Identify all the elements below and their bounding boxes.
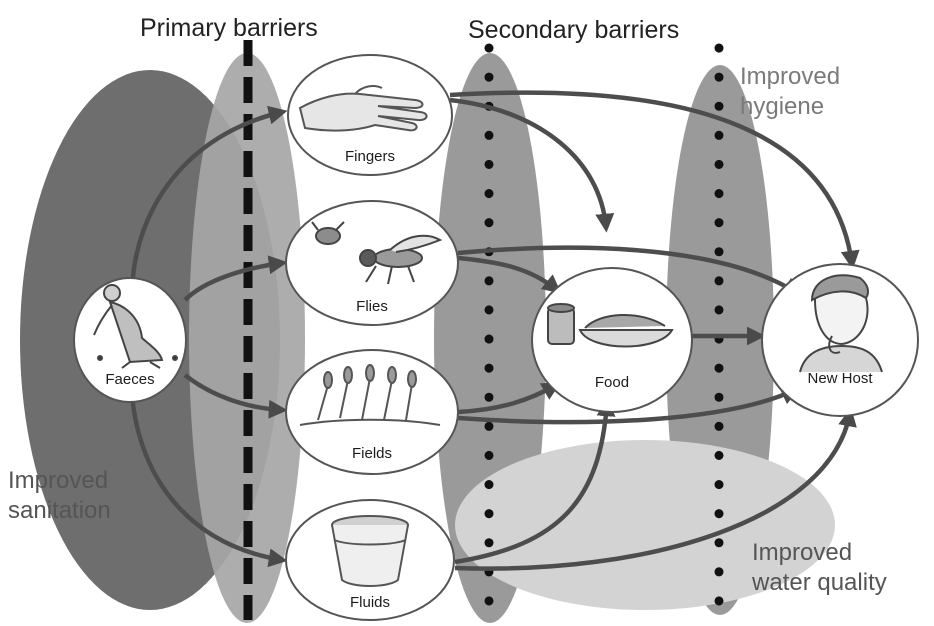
arrow-fingers-host [449,90,860,270]
node-fluids [285,499,455,621]
improved-hygiene-line-2: hygiene [740,93,825,120]
fluids-label: Fluids [349,594,390,611]
arrow-faeces-fields [183,373,288,419]
food-label: Food [594,374,630,391]
squatting-person-icon [93,284,178,369]
primary-barriers-heading: Primary barriers [140,14,318,42]
transmission-arrows [129,90,860,571]
improved-water-quality-line-1: Improved [752,539,853,566]
bucket-icon [331,515,409,587]
node-food [531,267,693,413]
node-faeces [73,277,187,403]
arrow-faeces-fluids [129,394,288,568]
arrow-fields-food [457,382,561,415]
node-new-host [761,263,919,417]
arrow-fingers-food [449,97,615,233]
node-fingers [287,54,453,176]
improved-water-quality-line-2: water quality [752,569,887,596]
flies-label: Flies [356,298,388,315]
fields-label: Fields [351,445,392,462]
improved-water-quality-label: Improved water quality [752,538,887,598]
faeces-label: Faeces [105,371,155,388]
person-icon [799,274,883,373]
arrow-fluids-host [454,407,857,571]
arrow-flies-host [457,245,802,297]
secondary-barriers-heading: Secondary barriers [468,16,680,44]
crops-icon [299,364,441,426]
node-fields [285,349,459,475]
new-host-label: New Host [807,370,873,387]
improved-hygiene-label: Improved hygiene [740,62,840,122]
arrow-faeces-flies [183,255,288,302]
fingers-label: Fingers [344,148,396,165]
arrow-faeces-fingers [129,105,288,291]
node-flies [285,200,459,326]
food-bowl-icon [547,303,674,348]
arrow-fields-host [457,386,801,425]
arrow-fluids-food [454,397,616,565]
improved-sanitation-line-2: sanitation [8,497,111,524]
improved-sanitation-line-1: Improved [8,467,109,494]
improved-hygiene-line-1: Improved [740,63,841,90]
arrow-flies-food [457,255,562,294]
hand-icon [298,85,428,132]
improved-sanitation-label: Improved sanitation [8,466,111,526]
flies-icon [311,221,443,285]
